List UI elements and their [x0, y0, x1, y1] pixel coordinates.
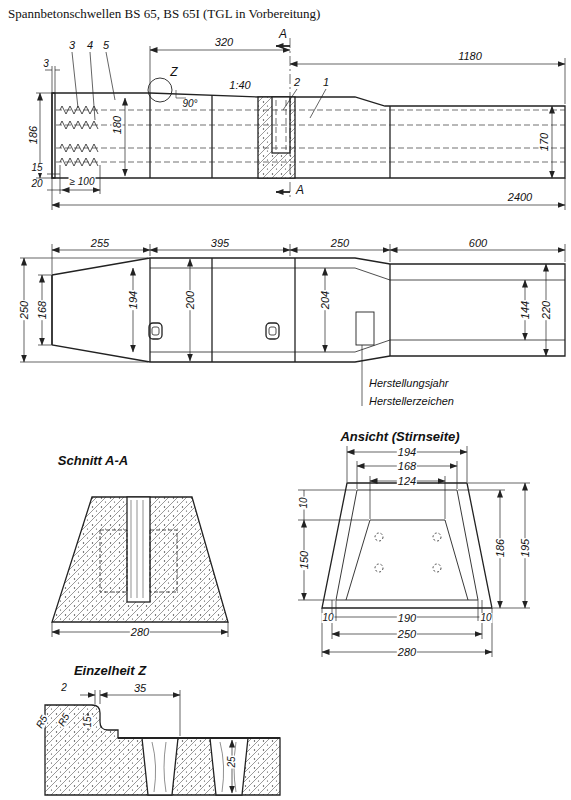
dimension-text: 20: [30, 179, 43, 189]
drawing-title: Spannbetonschwellen BS 65, BS 65I (TGL i…: [8, 6, 320, 22]
dimension-text: 194: [397, 447, 417, 458]
section-marker: A: [278, 28, 288, 40]
dimension-text: 2: [60, 683, 68, 693]
dimension-text: 1:40: [228, 80, 251, 91]
dimension-text: 15: [83, 715, 93, 728]
dimension-text: 195: [520, 538, 531, 558]
dimension-text: 204: [320, 290, 331, 310]
dimension-text: 168: [37, 300, 48, 320]
callout-number: 4: [86, 40, 94, 51]
dimension-text: 255: [90, 238, 110, 249]
dimension-text: 150: [299, 550, 310, 570]
view-heading: Einzelheit Z: [73, 664, 147, 677]
callout-number: 5: [102, 40, 110, 51]
dimension-text: 10: [479, 613, 492, 623]
note-text: Herstellungsjahr: [368, 378, 449, 389]
dimension-text: 250: [397, 629, 417, 640]
dimension-text: 3: [42, 59, 50, 69]
dimension-text: 15: [30, 163, 43, 173]
section-marker: A: [295, 184, 305, 196]
dimension-text: 250: [19, 300, 30, 320]
callout-number: 2: [293, 77, 301, 88]
dimension-text: 186: [495, 538, 506, 558]
callout-number: 3: [68, 40, 76, 51]
dimension-text: 220: [541, 300, 552, 320]
view-heading: Ansicht (Stirnseite): [339, 430, 460, 443]
dimension-text: 35: [133, 683, 147, 694]
dimension-text: 250: [330, 238, 350, 249]
dimension-text: 124: [397, 476, 417, 487]
dimension-text: 170: [539, 132, 550, 152]
dimension-text: 200: [185, 290, 196, 310]
dimension-text: 168: [397, 461, 417, 472]
section-marker: Z: [169, 66, 178, 78]
dimension-text: 144: [520, 300, 531, 320]
dimension-text: 320: [214, 37, 234, 48]
dimension-text: 25: [227, 755, 237, 768]
dimension-text: 190: [397, 613, 417, 624]
dimension-text: 395: [210, 238, 230, 249]
dimension-text: 1180: [457, 51, 483, 62]
dimension-text: ≥ 100: [69, 177, 96, 187]
dimension-text: 280: [397, 647, 417, 658]
dimension-text: 2400: [507, 192, 533, 203]
dimension-text: 194: [128, 290, 139, 310]
dimension-text: 10: [321, 613, 334, 623]
dimension-text: 600: [468, 238, 488, 249]
dimension-text: 186: [28, 125, 39, 145]
view-heading: Schnitt A-A: [57, 454, 129, 467]
dimension-text: 180: [112, 115, 123, 135]
dimension-text: 280: [130, 627, 150, 638]
dimension-text: 90°: [181, 99, 198, 109]
note-text: Herstellerzeichen: [368, 396, 455, 407]
dimension-text: 10: [299, 496, 309, 509]
callout-number: 1: [322, 77, 330, 88]
